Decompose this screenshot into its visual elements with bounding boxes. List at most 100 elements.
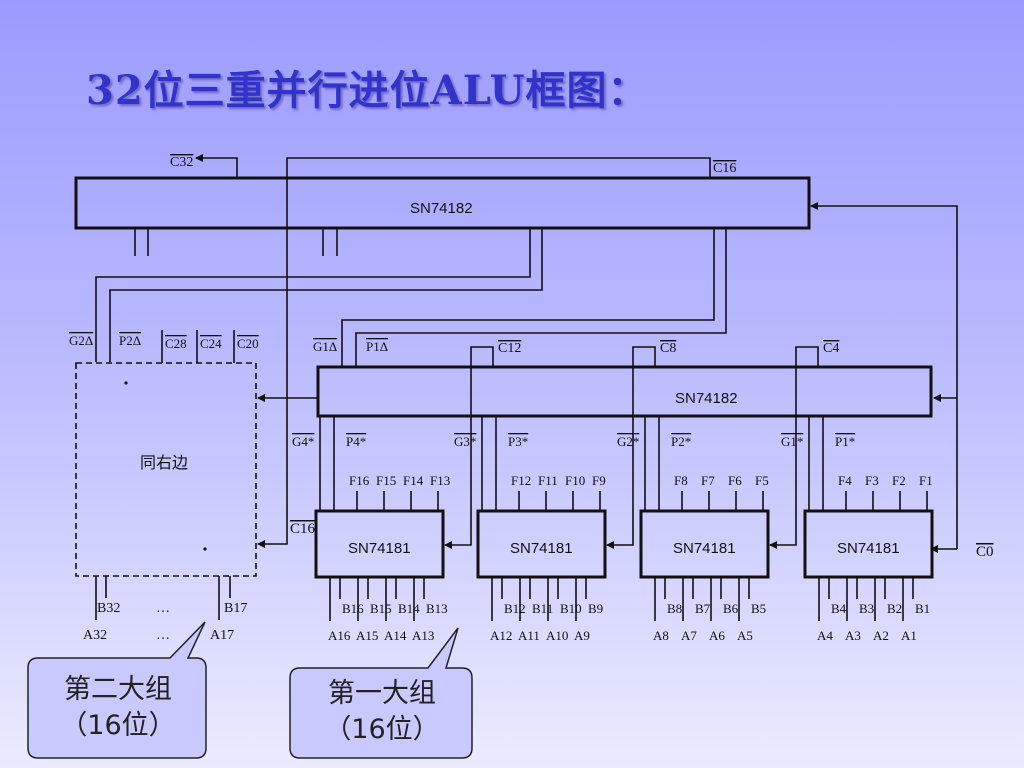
f-output-label: F9 [592,473,606,488]
sn74181-label-3: SN74181 [510,540,573,557]
b-input-label: B10 [560,601,582,616]
b-input-label: B2 [887,601,902,616]
a-input-label: A11 [518,628,540,643]
g-star-label-4: G4* [292,434,314,449]
f-output-label: F8 [674,473,688,488]
b-input-label: B9 [588,601,603,616]
g-star-label-3: G3* [454,434,476,449]
top-chip-label: SN74182 [410,200,473,217]
b-input-label: B11 [532,601,553,616]
f-output-label: F6 [728,473,742,488]
p-star-label-1: P1* [835,434,855,449]
page-title: 32位三重并行进位ALU框图： [86,67,649,114]
a-input-label: A6 [709,628,725,643]
a-input-label: A8 [653,628,669,643]
a-input-label: A10 [546,628,568,643]
a-input-label: A12 [490,628,512,643]
g1-label: G1Δ [313,339,337,354]
f-output-label: F14 [403,473,424,488]
carry-line-2 [769,346,819,549]
callout-1-line2: （16位） [324,714,440,745]
top-chip-stubs [134,228,338,256]
f-output-label: F11 [538,473,558,488]
f-output-label: F5 [755,473,769,488]
carry-label-2: C4 [823,341,839,356]
c16-line [257,157,711,548]
p-star-label-2: P2* [671,434,691,449]
b-input-label: B5 [751,601,766,616]
sn74181-chip-4 [314,509,445,579]
left-group-label: 同右边 [140,454,188,472]
left-group-top-stubs [161,330,235,363]
carry-line-3 [606,346,656,549]
left-group-gp-lines [95,228,543,362]
sn74181-label-1: SN74181 [837,540,900,557]
a-input-label: A3 [845,628,861,643]
f-output-label: F3 [865,473,879,488]
left-b-ellipsis: … [156,601,170,616]
f-output-label: F2 [892,473,906,488]
f-output-label: F15 [376,473,396,488]
a-input-label: A9 [574,628,590,643]
b-input-label: B15 [370,601,392,616]
c0-feedback-line [810,202,958,553]
carry-label-3: C8 [660,341,676,356]
left-b32-label: B32 [97,601,120,616]
left-c28-label: C28 [165,336,187,351]
f-output-label: F7 [701,473,715,488]
sn74181-label-4: SN74181 [348,540,411,557]
left-c24-label: C24 [200,336,222,351]
f-output-label: F4 [838,473,852,488]
top-sn74182-chip [74,176,811,230]
b-input-label: B13 [426,601,448,616]
f-output-label: F12 [511,473,531,488]
callout-group-2-text: 第二大组 （16位） [30,672,206,744]
left-a32-label: A32 [83,628,107,643]
left-c16-label: C16 [290,521,316,537]
f-output-label: F10 [565,473,585,488]
sn74181-label-2: SN74181 [673,540,736,557]
a-input-label: A15 [356,628,378,643]
b-input-label: B7 [695,601,711,616]
carry-line-4 [444,346,494,549]
mid-chip-label: SN74182 [675,390,738,407]
left-c20-label: C20 [237,336,259,351]
c32-output [195,154,238,178]
sn74181-chip-1 [803,509,934,579]
callout-group-2 [27,621,207,759]
f-output-label: F1 [919,473,933,488]
g1-p1-lines [341,228,727,366]
b-input-label: B3 [859,601,874,616]
f-output-label: F16 [349,473,370,488]
b-input-label: B12 [504,601,526,616]
b-input-label: B1 [915,601,930,616]
a-input-label: A14 [384,628,407,643]
a-input-label: A1 [901,628,917,643]
b-input-label: B4 [831,601,847,616]
left-p2-label: P2Δ [119,333,141,348]
a-input-label: A4 [817,628,833,643]
b-input-label: B8 [667,601,682,616]
c16-top-label: C16 [713,161,736,176]
left-a-ellipsis: … [156,628,170,643]
a-input-label: A2 [873,628,889,643]
left-group-box [75,362,257,577]
left-b17-label: B17 [224,601,247,616]
a-input-label: A13 [412,628,434,643]
g-star-label-2: G2* [617,434,639,449]
f-output-label: F13 [430,473,450,488]
left-g2-label: G2Δ [69,333,93,348]
sn74181-chip-3 [476,509,607,579]
a-input-label: A16 [328,628,351,643]
carry-label-4: C12 [498,341,521,356]
b-input-label: B14 [398,601,420,616]
p-star-label-3: P3* [508,434,528,449]
a-input-label: A7 [681,628,697,643]
sn74181-chip-2 [639,509,770,579]
callout-1-line1: 第一大组 [328,678,436,709]
a-input-label: A5 [737,628,753,643]
c32-label: C32 [170,155,193,170]
callout-2-line1: 第二大组 [64,674,172,705]
